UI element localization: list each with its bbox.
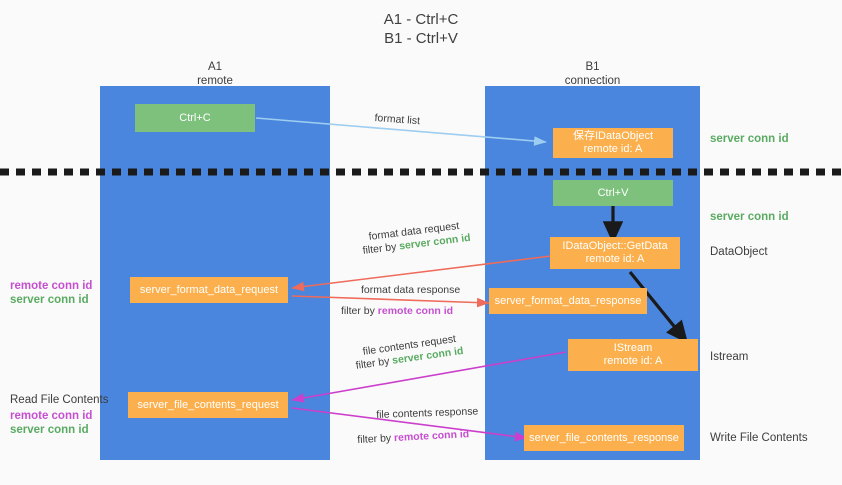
left-label-server-conn-id-1: server conn id — [10, 294, 89, 306]
right-label-server-conn-id-2: server conn id — [710, 211, 789, 223]
phase-separator — [0, 168, 842, 176]
column-header-b1: B1 connection — [564, 61, 621, 87]
edge-label-file-contents-response-filter: filter by remote conn id — [357, 428, 470, 447]
right-label-server-conn-id-1: server conn id — [710, 133, 789, 145]
left-label-read-file-contents: Read File Contents — [10, 394, 109, 406]
filter-prefix: filter by — [357, 432, 395, 446]
right-label-istream: Istream — [710, 351, 749, 363]
edge-label-format-list: format list — [374, 112, 421, 128]
node-istream[interactable]: IStream remote id: A — [568, 339, 698, 371]
filter-prefix: filter by — [355, 354, 394, 372]
edge-label-file-contents-response: file contents response — [376, 405, 479, 421]
node-save-idataobject[interactable]: 保存IDataObject remote id: A — [553, 128, 673, 158]
filter-prefix: filter by — [362, 240, 400, 257]
node-ctrl-v[interactable]: Ctrl+V — [553, 180, 673, 206]
left-label-remote-conn-id-2: remote conn id — [10, 410, 93, 422]
node-idataobject-getdata[interactable]: IDataObject::GetData remote id: A — [550, 237, 680, 269]
column-header-a1: A1 remote — [197, 61, 233, 87]
edge-label-format-data-response-filter: filter by remote conn id — [341, 305, 453, 318]
left-label-server-conn-id-2: server conn id — [10, 424, 89, 436]
filter-value-remote-conn-id: remote conn id — [377, 305, 454, 317]
filter-value-remote-conn-id: remote conn id — [393, 428, 470, 445]
right-label-write-file-contents: Write File Contents — [710, 432, 808, 444]
diagram-title: A1 - Ctrl+C B1 - Ctrl+V — [383, 11, 459, 47]
edge-label-format-data-response: format data response — [361, 284, 461, 296]
node-ctrl-c[interactable]: Ctrl+C — [135, 104, 255, 132]
node-server-file-contents-request[interactable]: server_file_contents_request — [128, 392, 288, 418]
node-server-format-data-request[interactable]: server_format_data_request — [130, 277, 288, 303]
node-server-format-data-response[interactable]: server_format_data_response — [489, 288, 647, 314]
left-label-remote-conn-id-1: remote conn id — [10, 280, 93, 292]
node-server-file-contents-response[interactable]: server_file_contents_response — [524, 425, 684, 451]
right-label-dataobject: DataObject — [710, 246, 768, 258]
filter-prefix: filter by — [341, 305, 378, 317]
